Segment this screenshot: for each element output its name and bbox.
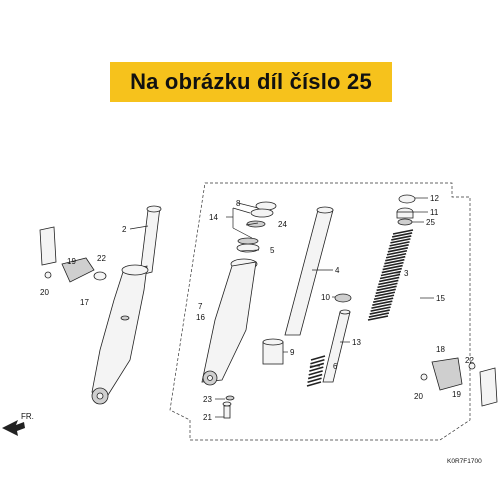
fork-spring <box>367 229 414 321</box>
part-label-10: 10 <box>321 293 330 302</box>
fork-spring-coil <box>390 238 411 244</box>
part-label-17: 17 <box>80 298 89 307</box>
bracket-left <box>39 226 107 283</box>
front-label: FR. <box>21 412 34 421</box>
part-label-8: 8 <box>236 199 241 208</box>
fork-spring-coil <box>382 264 403 271</box>
fork-spring-coil <box>373 294 395 301</box>
fork-slider-left <box>91 264 149 405</box>
drawing-code: K0R7F1700 <box>447 458 482 465</box>
fork-spring-coil <box>367 315 389 321</box>
fork-spring-coil <box>370 306 391 312</box>
fork-spring-coil <box>391 232 413 238</box>
top-cap-parts <box>396 194 416 226</box>
part-label-15: 15 <box>436 294 445 303</box>
leader-lines <box>129 197 434 418</box>
part-label-22-right: 22 <box>465 356 474 365</box>
fork-spring-coil <box>391 235 412 241</box>
part-label-11: 11 <box>430 208 439 217</box>
part-label-19-left: 19 <box>67 257 76 266</box>
assembly-boundary <box>169 182 471 441</box>
fork-spring-coil <box>377 282 398 289</box>
part-label-20-left: 20 <box>40 288 49 297</box>
fork-spring-coil <box>380 270 402 277</box>
rebound-spring-coil <box>310 355 326 361</box>
fork-tube-left <box>139 205 162 276</box>
damper-rod <box>322 293 352 383</box>
rebound-spring-coil <box>309 362 325 369</box>
fork-spring-coil <box>386 249 408 256</box>
part-label-3: 3 <box>404 269 409 278</box>
bracket-right <box>420 357 498 407</box>
part-label-14: 14 <box>209 213 218 222</box>
rebound-spring-coil <box>307 373 323 380</box>
fork-spring-coil <box>379 276 400 283</box>
rebound-spring-coil <box>308 370 323 376</box>
part-label-2: 2 <box>122 225 127 234</box>
piston-cylinder <box>262 338 284 365</box>
fork-spring-coil <box>384 258 405 265</box>
fork-spring-coil <box>373 297 394 303</box>
part-label-25: 25 <box>426 218 435 227</box>
fork-spring-coil <box>369 309 390 315</box>
fork-spring-coil <box>379 273 401 280</box>
fork-spring-coil <box>375 288 396 295</box>
fork-spring-coil <box>387 247 408 253</box>
part-label-9: 9 <box>290 348 295 357</box>
fork-spring-coil <box>385 252 407 259</box>
part-label-18: 18 <box>436 345 445 354</box>
part-label-4: 4 <box>335 266 340 275</box>
part-label-19-right: 19 <box>452 390 461 399</box>
seal-stack <box>236 201 277 253</box>
rebound-spring-coil <box>306 381 322 387</box>
fork-spring-coil <box>389 241 410 247</box>
part-label-6: 6 <box>333 362 338 371</box>
part-label-21: 21 <box>203 413 212 422</box>
front-direction-arrow: FR. <box>2 412 34 436</box>
fork-slider-right <box>201 258 258 386</box>
part-label-24: 24 <box>278 220 287 229</box>
rebound-spring-coil <box>310 358 325 365</box>
fork-pipe-inner <box>284 206 334 336</box>
drain-bolt <box>222 395 235 419</box>
fork-spring-coil <box>374 291 396 298</box>
fork-spring-coil <box>381 267 402 274</box>
rebound-spring <box>306 355 326 387</box>
part-label-16: 16 <box>196 313 205 322</box>
part-labels: 2 8 14 24 5 7 16 4 12 11 25 3 15 10 13 9… <box>40 194 474 422</box>
rebound-spring-coil <box>309 366 324 372</box>
fork-spring-coil <box>388 244 409 250</box>
banner-text: Na obrázku díl číslo 25 <box>130 69 372 94</box>
part-label-12: 12 <box>430 194 439 203</box>
fork-spring-coil <box>371 303 392 309</box>
part-label-23: 23 <box>203 395 212 404</box>
part-number-banner: Na obrázku díl číslo 25 <box>110 62 392 102</box>
part-label-7: 7 <box>198 302 203 311</box>
fork-spring-coil <box>372 300 393 306</box>
fork-spring-coil <box>378 279 399 286</box>
fork-spring-coil <box>392 229 414 235</box>
part-label-5: 5 <box>270 246 275 255</box>
rebound-spring-coil <box>307 377 322 384</box>
part-label-13: 13 <box>352 338 361 347</box>
part-label-22-left: 22 <box>97 254 106 263</box>
fork-spring-coil <box>376 285 397 292</box>
fork-spring-coil <box>383 261 404 268</box>
part-label-20-right: 20 <box>414 392 423 401</box>
fork-spring-coil <box>385 255 406 262</box>
fork-spring-coil <box>368 312 390 318</box>
